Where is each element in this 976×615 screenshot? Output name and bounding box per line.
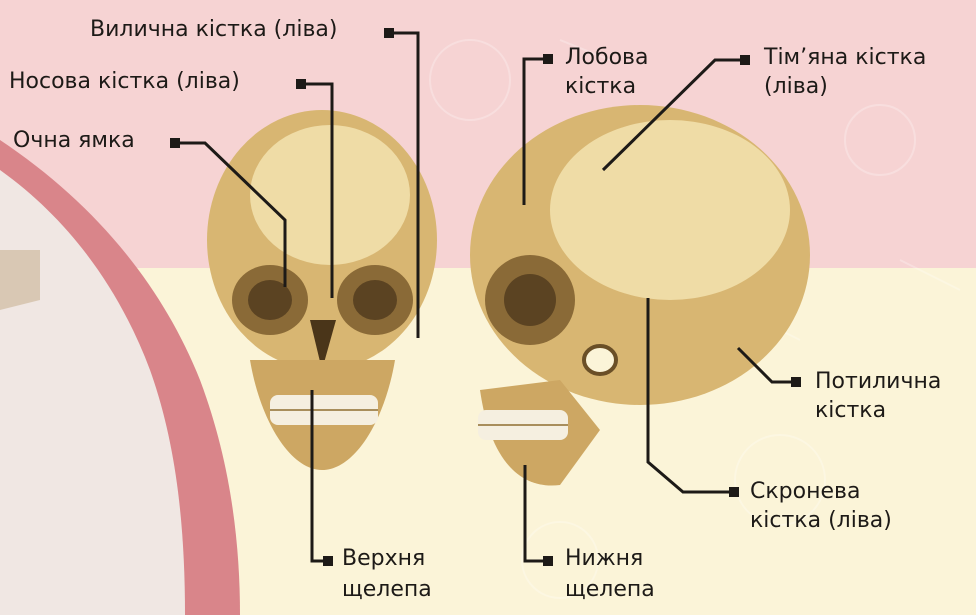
label-frontal-line2: кістка (565, 73, 636, 101)
label-mandible-line1: Нижня (565, 545, 643, 573)
label-mandible-line2: щелепа (565, 576, 655, 604)
label-temporal-line1: Скронева (750, 478, 860, 506)
label-occipital-line2: кістка (815, 397, 886, 425)
label-occipital-line1: Потилична (815, 368, 941, 396)
label-maxilla-line1: Верхня (342, 545, 425, 573)
label-parietal-line1: Тім’яна кістка (764, 44, 926, 72)
side-skull (470, 105, 810, 486)
label-nasal: Носова кістка (ліва) (9, 68, 240, 96)
label-frontal-line1: Лобова (565, 44, 648, 72)
label-zygomatic: Вилична кістка (ліва) (90, 16, 337, 44)
figure-shoulder (0, 140, 240, 615)
label-parietal-line2: (ліва) (764, 73, 828, 101)
front-skull (207, 110, 437, 470)
label-temporal-line2: кістка (ліва) (750, 507, 892, 535)
label-orbit: Очна ямка (13, 127, 135, 155)
label-maxilla-line2: щелепа (342, 576, 432, 604)
